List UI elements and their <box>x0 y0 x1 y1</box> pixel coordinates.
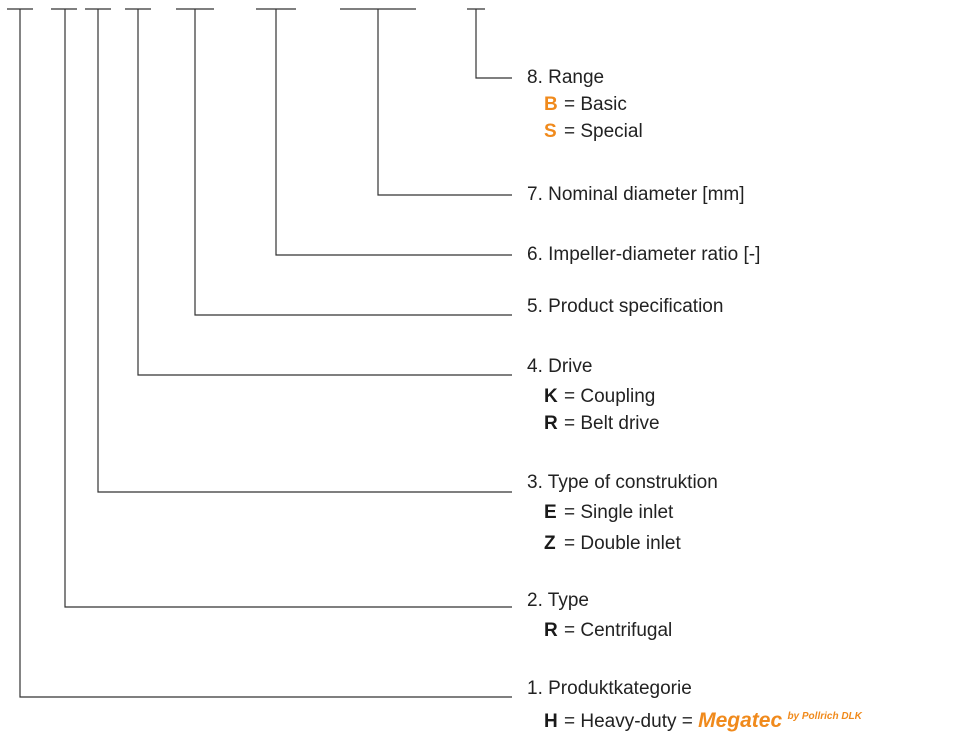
connector-6 <box>275 9 512 256</box>
option-drive-coupling: K = Coupling <box>544 386 655 408</box>
item-label-construction: 3. Type of construktion <box>527 472 718 493</box>
option-type-centrifugal: R = Centrifugal <box>544 620 672 642</box>
option-range-basic: B = Basic <box>544 94 627 116</box>
option-code: B <box>544 94 558 115</box>
connector-1 <box>19 9 512 698</box>
option-code: K <box>544 386 558 407</box>
connector-3 <box>97 9 512 493</box>
option-range-special: S = Special <box>544 121 643 143</box>
brand-logo-megatec: Megatec <box>698 709 783 732</box>
option-text: = Heavy-duty = <box>564 711 693 732</box>
brand-suffix: by Pollrich DLK <box>787 711 862 722</box>
option-code: Z <box>544 533 556 554</box>
connectors <box>19 9 512 698</box>
connector-5 <box>194 9 512 316</box>
item-label-impeller-ratio: 6. Impeller-diameter ratio [-] <box>527 244 761 265</box>
option-code: R <box>544 413 558 434</box>
option-construction-double: Z = Double inlet <box>544 533 681 555</box>
option-text: = Centrifugal <box>564 620 673 641</box>
option-category-heavy-duty: H = Heavy-duty = Megatec by Pollrich DLK <box>544 706 862 733</box>
option-code: S <box>544 121 557 142</box>
option-code: R <box>544 620 558 641</box>
connector-8 <box>475 9 512 79</box>
item-label-product-specification: 5. Product specification <box>527 296 724 317</box>
option-text: = Single inlet <box>564 502 674 523</box>
option-text: = Basic <box>564 94 627 115</box>
item-label-type: 2. Type <box>527 590 589 611</box>
item-label-nominal-diameter: 7. Nominal diameter [mm] <box>527 184 745 205</box>
item-label-drive: 4. Drive <box>527 356 593 377</box>
connector-4 <box>137 9 512 376</box>
option-drive-belt: R = Belt drive <box>544 413 660 435</box>
option-text: = Belt drive <box>564 413 660 434</box>
option-text: = Coupling <box>564 386 656 407</box>
item-label-range: 8. Range <box>527 67 605 88</box>
option-text: = Special <box>564 121 643 142</box>
connector-7 <box>377 9 512 196</box>
connector-2 <box>64 9 512 608</box>
option-code: E <box>544 502 557 523</box>
item-label-product-category: 1. Produktkategorie <box>527 678 692 699</box>
option-text: = Double inlet <box>564 533 681 554</box>
option-code: H <box>544 711 558 732</box>
option-construction-single: E = Single inlet <box>544 502 673 524</box>
